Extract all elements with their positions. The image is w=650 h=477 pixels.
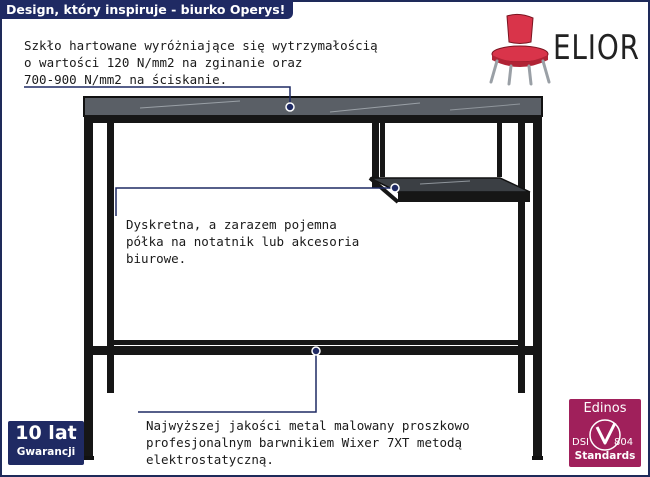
warranty-label: Gwarancji	[16, 446, 76, 458]
desk-top	[83, 96, 543, 123]
callout-glass-text: Szkło hartowane wyróżniające się wytrzym…	[24, 38, 378, 87]
callout-metal-text: Najwyższej jakości metal malowany proszk…	[146, 418, 470, 467]
callout-shelf-text: Dyskretna, a zarazem pojemna półka na no…	[126, 217, 360, 266]
certificate-standards: Standards	[574, 450, 636, 462]
warranty-badge: 10 lat Gwarancji	[8, 421, 84, 465]
warranty-years: 10 lat	[15, 422, 77, 444]
certificate-name: Edinos	[583, 401, 627, 416]
certificate-number: 804	[614, 437, 634, 448]
certificate-dsi: DSI	[572, 437, 589, 448]
chair-icon	[489, 13, 551, 86]
callout-dots	[285, 102, 400, 356]
brand-logo: ELIOR	[553, 28, 640, 68]
desk-feet	[83, 456, 543, 460]
callout-pointers	[24, 86, 395, 413]
desk-legs	[84, 121, 542, 458]
certificate-check-icon	[589, 419, 621, 451]
certificate-badge: Edinos DSI 804 Standards	[569, 399, 641, 467]
desk-shelf	[368, 176, 531, 204]
page-title: Design, który inspiruje - biurko Operys!	[0, 0, 294, 19]
